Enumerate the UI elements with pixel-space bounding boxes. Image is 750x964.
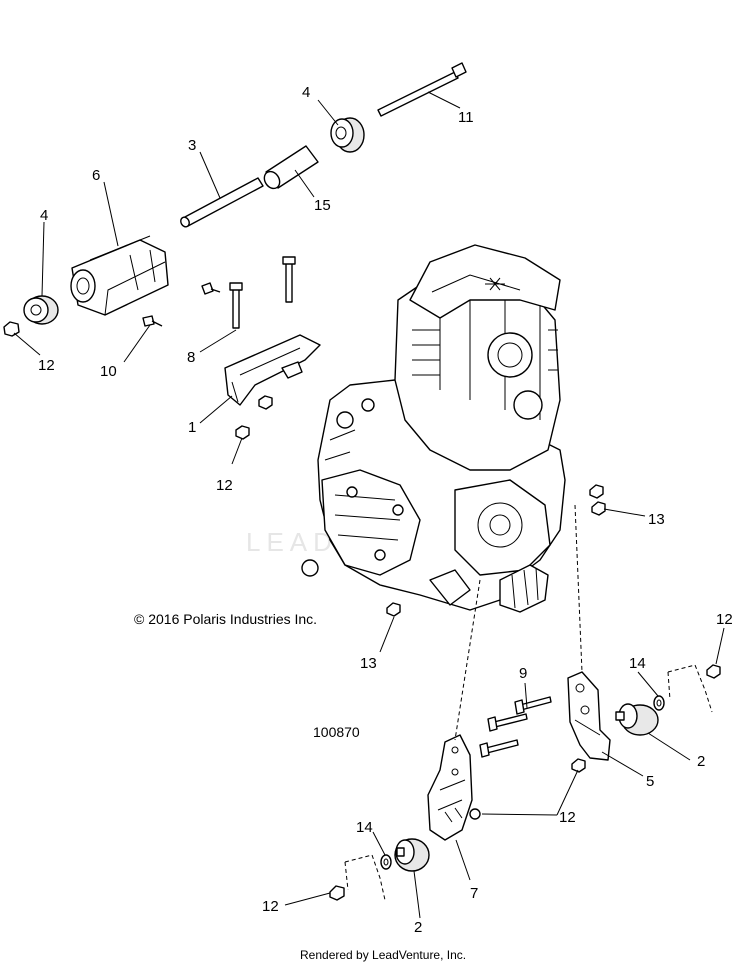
callout-3: 3 [188,137,196,154]
callout-4-top: 4 [302,84,310,101]
bracket-1 [224,334,321,406]
callout-13-right: 13 [648,511,665,528]
callout-2-right: 2 [697,753,705,770]
callout-5: 5 [646,773,654,790]
bolts-9 [479,696,552,758]
long-bolt-11 [377,62,467,117]
callout-15: 15 [314,197,331,214]
engine-mount-2-right [615,703,659,736]
bracket-7 [427,734,473,841]
callout-10: 10 [100,363,117,380]
callout-12-bracket: 12 [216,477,233,494]
callout-13-left: 13 [360,655,377,672]
nut-12-lower [329,885,345,901]
diagram-id: 100870 [313,724,360,740]
alignment-line-7 [454,579,481,741]
engine-mount-2-lower [394,838,430,872]
bushing-4-left [23,295,59,325]
tube-3 [180,177,264,228]
alignment-line-5 [574,504,583,673]
engine-assembly [301,244,566,613]
callout-11: 11 [458,109,474,126]
nuts-12-middle [469,758,586,820]
callout-12-lower: 12 [262,898,279,915]
frame-outline-right [667,664,713,713]
nut-13-left [386,602,401,617]
washer-14-lower [380,854,392,870]
callout-12-left: 12 [38,357,55,374]
callout-8: 8 [187,349,195,366]
sleeve-15 [263,145,319,190]
callout-12-middle: 12 [559,809,576,826]
frame-outline-lower [344,854,386,901]
leader-lines [13,91,725,919]
washer-14-right [653,695,665,711]
bushing-4-top [330,117,365,153]
callout-14-lower: 14 [356,819,373,836]
callout-7: 7 [470,885,478,902]
bolt-8 [229,256,296,329]
mount-block-6 [70,235,169,316]
nut-12-bracket [235,395,273,440]
callout-4-left: 4 [40,207,48,224]
callout-labels: 4 11 3 15 6 4 12 10 8 1 12 13 13 9 12 14… [38,84,733,936]
bolt-10 [142,282,221,327]
copyright-notice: © 2016 Polaris Industries Inc. [134,611,317,627]
callout-1: 1 [188,419,196,436]
callout-14-right: 14 [629,655,646,672]
callout-2-lower: 2 [414,919,422,936]
footer-credit: Rendered by LeadVenture, Inc. [300,948,466,962]
bracket-5 [567,671,611,761]
nut-12-left [3,321,20,337]
callout-9: 9 [519,665,527,682]
callout-6: 6 [92,167,100,184]
callout-12-right: 12 [716,611,733,628]
nut-12-right [706,664,721,679]
nuts-13-right [589,484,606,516]
